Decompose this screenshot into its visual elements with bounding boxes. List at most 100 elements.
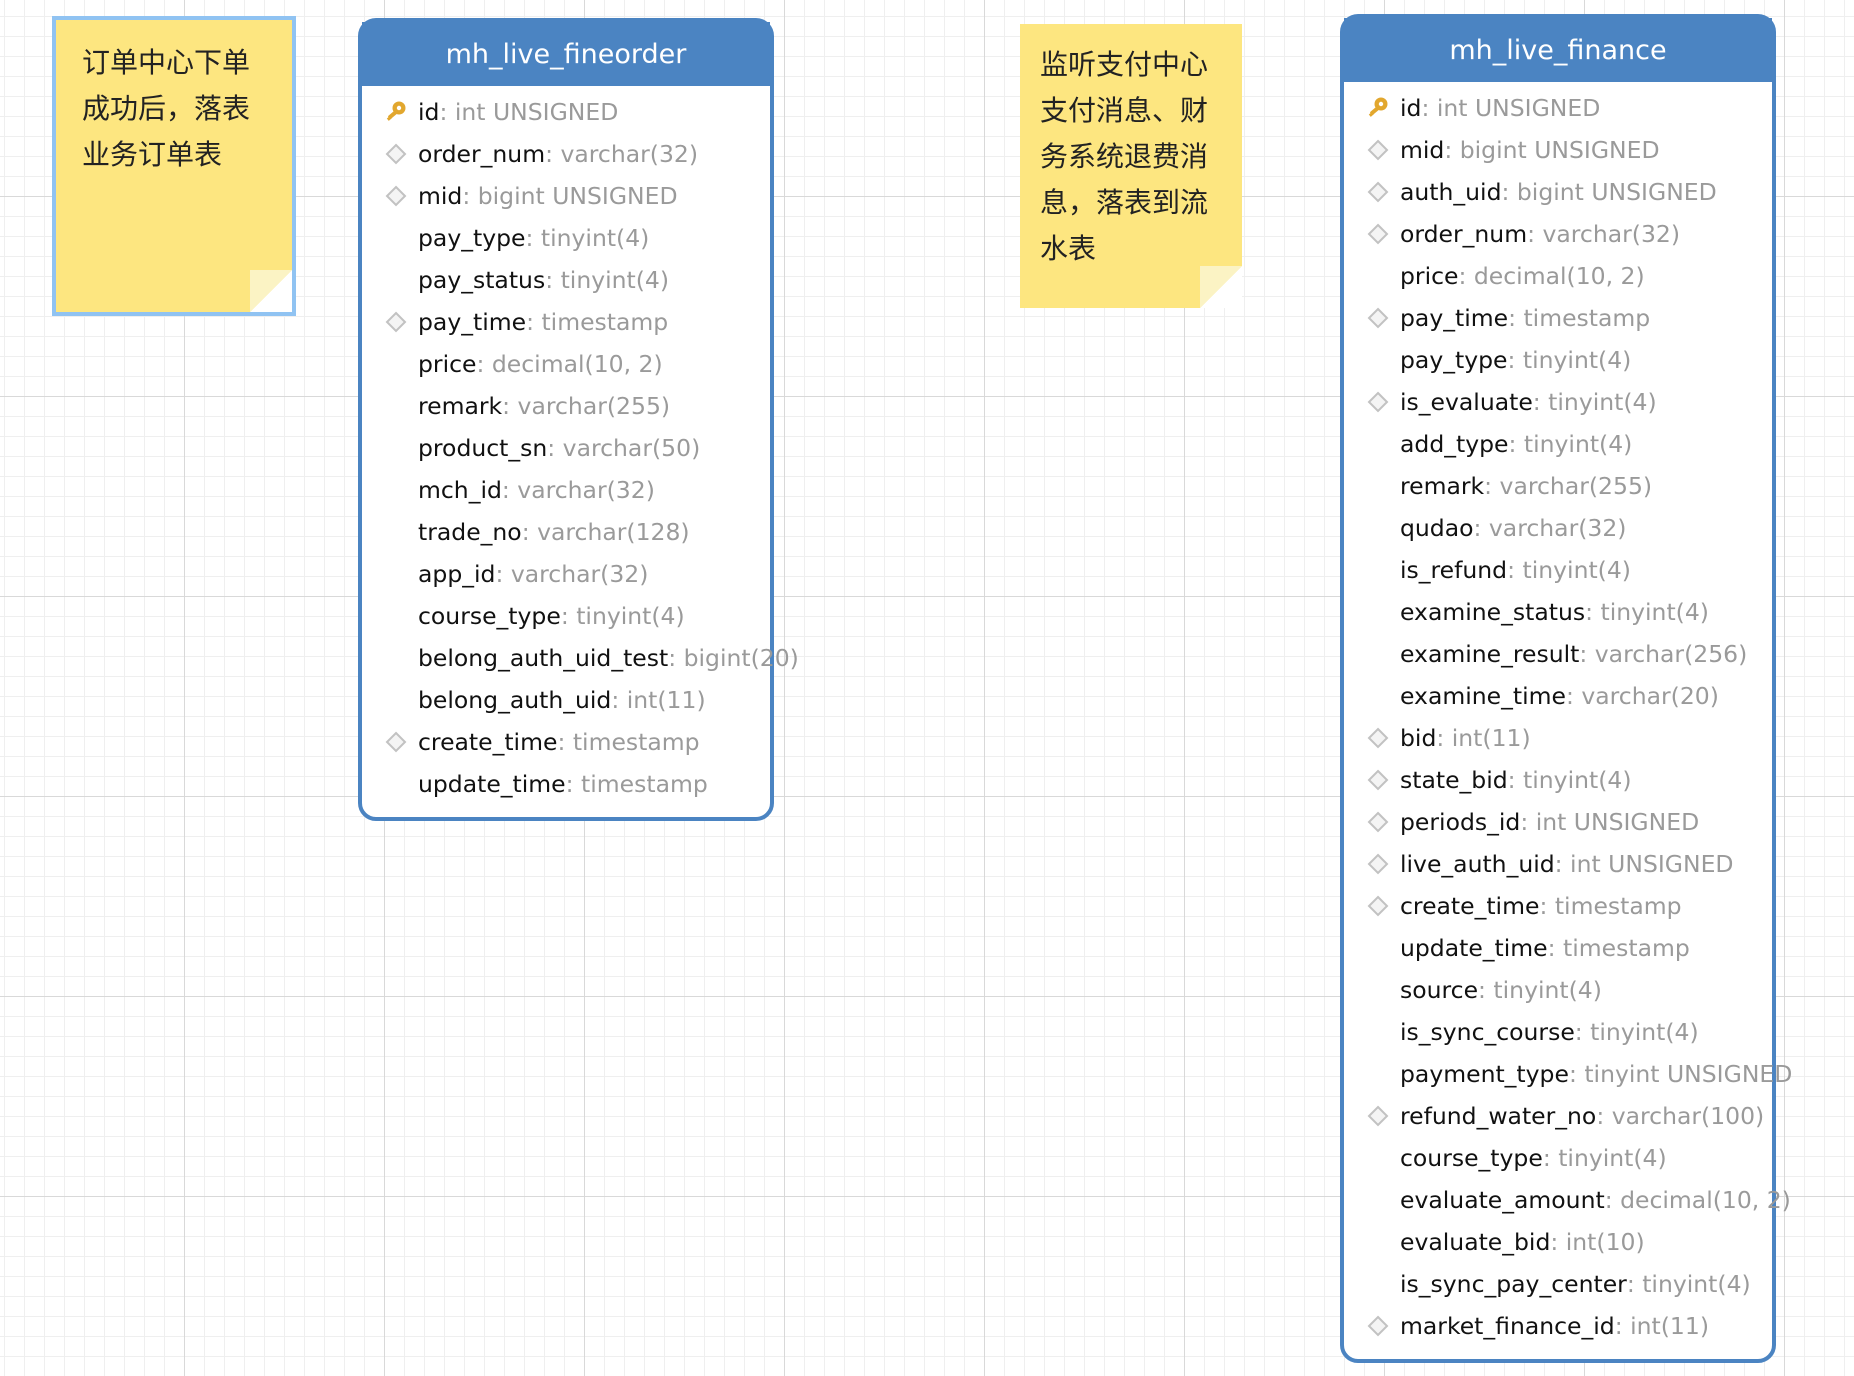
field-row[interactable]: refund_water_no: varchar(100): [1344, 1095, 1772, 1137]
field-type: : tinyint(4): [560, 602, 685, 630]
field-row[interactable]: price: decimal(10, 2): [1344, 255, 1772, 297]
field-row[interactable]: order_num: varchar(32): [1344, 213, 1772, 255]
field-row[interactable]: live_auth_uid: int UNSIGNED: [1344, 843, 1772, 885]
field-name: market_finance_id: [1400, 1312, 1615, 1340]
index-icon: [1366, 180, 1390, 204]
field-type: : decimal(10, 2): [1458, 262, 1645, 290]
field-row[interactable]: state_bid: tinyint(4): [1344, 759, 1772, 801]
field-row[interactable]: trade_no: varchar(128): [362, 511, 770, 553]
field-type: : bigint UNSIGNED: [1501, 178, 1717, 206]
field-type: : varchar(32): [1527, 220, 1681, 248]
field-type: : tinyint(4): [1574, 1018, 1699, 1046]
field-row[interactable]: create_time: timestamp: [362, 721, 770, 763]
field-row[interactable]: mch_id: varchar(32): [362, 469, 770, 511]
field-name: add_type: [1400, 430, 1509, 458]
field-row[interactable]: examine_status: tinyint(4): [1344, 591, 1772, 633]
field-type: : int UNSIGNED: [1520, 808, 1700, 836]
field-name: belong_auth_uid_test: [418, 644, 669, 672]
key-icon: [1366, 96, 1390, 120]
field-row[interactable]: pay_status: tinyint(4): [362, 259, 770, 301]
sticky-note-2[interactable]: 监听支付中心支付消息、财务系统退费消息，落表到流水表: [1020, 24, 1242, 308]
key-icon: [384, 100, 408, 124]
field-name: pay_type: [1400, 346, 1508, 374]
field-type: : varchar(20): [1565, 682, 1719, 710]
field-name: periods_id: [1400, 808, 1521, 836]
field-row[interactable]: market_finance_id: int(11): [1344, 1305, 1772, 1347]
index-icon: [1366, 1104, 1390, 1128]
field-row[interactable]: payment_type: tinyint UNSIGNED: [1344, 1053, 1792, 1095]
field-name: order_num: [1400, 220, 1528, 248]
field-type: : int UNSIGNED: [1554, 850, 1734, 878]
note-1-text: 订单中心下单成功后，落表业务订单表: [82, 46, 251, 171]
field-name: is_evaluate: [1400, 388, 1533, 416]
field-row[interactable]: is_evaluate: tinyint(4): [1344, 381, 1772, 423]
field-row[interactable]: periods_id: int UNSIGNED: [1344, 801, 1772, 843]
field-type: : timestamp: [526, 308, 669, 336]
table-title: mh_live_finance: [1344, 18, 1772, 82]
field-row[interactable]: qudao: varchar(32): [1344, 507, 1772, 549]
field-row[interactable]: belong_auth_uid_test: bigint(20): [362, 637, 799, 679]
field-name: is_refund: [1400, 556, 1508, 584]
field-row[interactable]: remark: varchar(255): [362, 385, 770, 427]
field-row[interactable]: update_time: timestamp: [362, 763, 770, 805]
field-type: : bigint UNSIGNED: [1444, 136, 1660, 164]
field-row[interactable]: product_sn: varchar(50): [362, 427, 770, 469]
field-row[interactable]: add_type: tinyint(4): [1344, 423, 1772, 465]
table-title: mh_live_fineorder: [362, 22, 770, 86]
field-row[interactable]: id: int UNSIGNED: [362, 91, 770, 133]
field-name: id: [1400, 94, 1422, 122]
field-row[interactable]: id: int UNSIGNED: [1344, 87, 1772, 129]
note-fold-icon: [1200, 266, 1242, 308]
field-row[interactable]: price: decimal(10, 2): [362, 343, 770, 385]
field-row[interactable]: mid: bigint UNSIGNED: [362, 175, 770, 217]
field-row[interactable]: order_num: varchar(32): [362, 133, 770, 175]
field-name: refund_water_no: [1400, 1102, 1597, 1130]
field-row[interactable]: examine_time: varchar(20): [1344, 675, 1772, 717]
field-name: app_id: [418, 560, 496, 588]
field-row[interactable]: evaluate_amount: decimal(10, 2): [1344, 1179, 1791, 1221]
field-name: mch_id: [418, 476, 502, 504]
field-row[interactable]: examine_result: varchar(256): [1344, 633, 1772, 675]
field-row[interactable]: belong_auth_uid: int(11): [362, 679, 770, 721]
sticky-note-1[interactable]: 订单中心下单成功后，落表业务订单表: [56, 20, 292, 312]
index-icon: [1366, 810, 1390, 834]
field-row[interactable]: is_refund: tinyint(4): [1344, 549, 1772, 591]
field-row[interactable]: pay_type: tinyint(4): [1344, 339, 1772, 381]
field-row[interactable]: pay_type: tinyint(4): [362, 217, 770, 259]
index-icon: [384, 730, 408, 754]
field-name: evaluate_bid: [1400, 1228, 1551, 1256]
field-type: : tinyint(4): [1508, 430, 1633, 458]
field-name: price: [418, 350, 477, 378]
index-icon: [1366, 852, 1390, 876]
field-name: update_time: [418, 770, 566, 798]
field-type: : tinyint(4): [1507, 556, 1631, 584]
field-row[interactable]: auth_uid: bigint UNSIGNED: [1344, 171, 1772, 213]
field-row[interactable]: mid: bigint UNSIGNED: [1344, 129, 1772, 171]
field-row[interactable]: pay_time: timestamp: [1344, 297, 1772, 339]
field-row[interactable]: remark: varchar(255): [1344, 465, 1772, 507]
field-row[interactable]: course_type: tinyint(4): [362, 595, 770, 637]
field-name: mid: [1400, 136, 1445, 164]
field-row[interactable]: source: tinyint(4): [1344, 969, 1772, 1011]
field-type: : varchar(255): [1484, 472, 1653, 500]
field-type: : bigint(20): [668, 644, 799, 672]
field-type: : timestamp: [565, 770, 708, 798]
note-2-text: 监听支付中心支付消息、财务系统退费消息，落表到流水表: [1040, 48, 1209, 265]
field-type: : varchar(32): [495, 560, 649, 588]
index-icon: [384, 142, 408, 166]
field-row[interactable]: pay_time: timestamp: [362, 301, 770, 343]
field-row[interactable]: create_time: timestamp: [1344, 885, 1772, 927]
field-row[interactable]: is_sync_pay_center: tinyint(4): [1344, 1263, 1772, 1305]
field-row[interactable]: update_time: timestamp: [1344, 927, 1772, 969]
field-type: : tinyint(4): [1626, 1270, 1751, 1298]
field-row[interactable]: is_sync_course: tinyint(4): [1344, 1011, 1772, 1053]
field-type: : int(11): [611, 686, 706, 714]
field-row[interactable]: bid: int(11): [1344, 717, 1772, 759]
field-row[interactable]: course_type: tinyint(4): [1344, 1137, 1772, 1179]
field-name: remark: [1400, 472, 1485, 500]
field-row[interactable]: app_id: varchar(32): [362, 553, 770, 595]
field-row[interactable]: evaluate_bid: int(10): [1344, 1221, 1772, 1263]
field-name: pay_type: [418, 224, 526, 252]
